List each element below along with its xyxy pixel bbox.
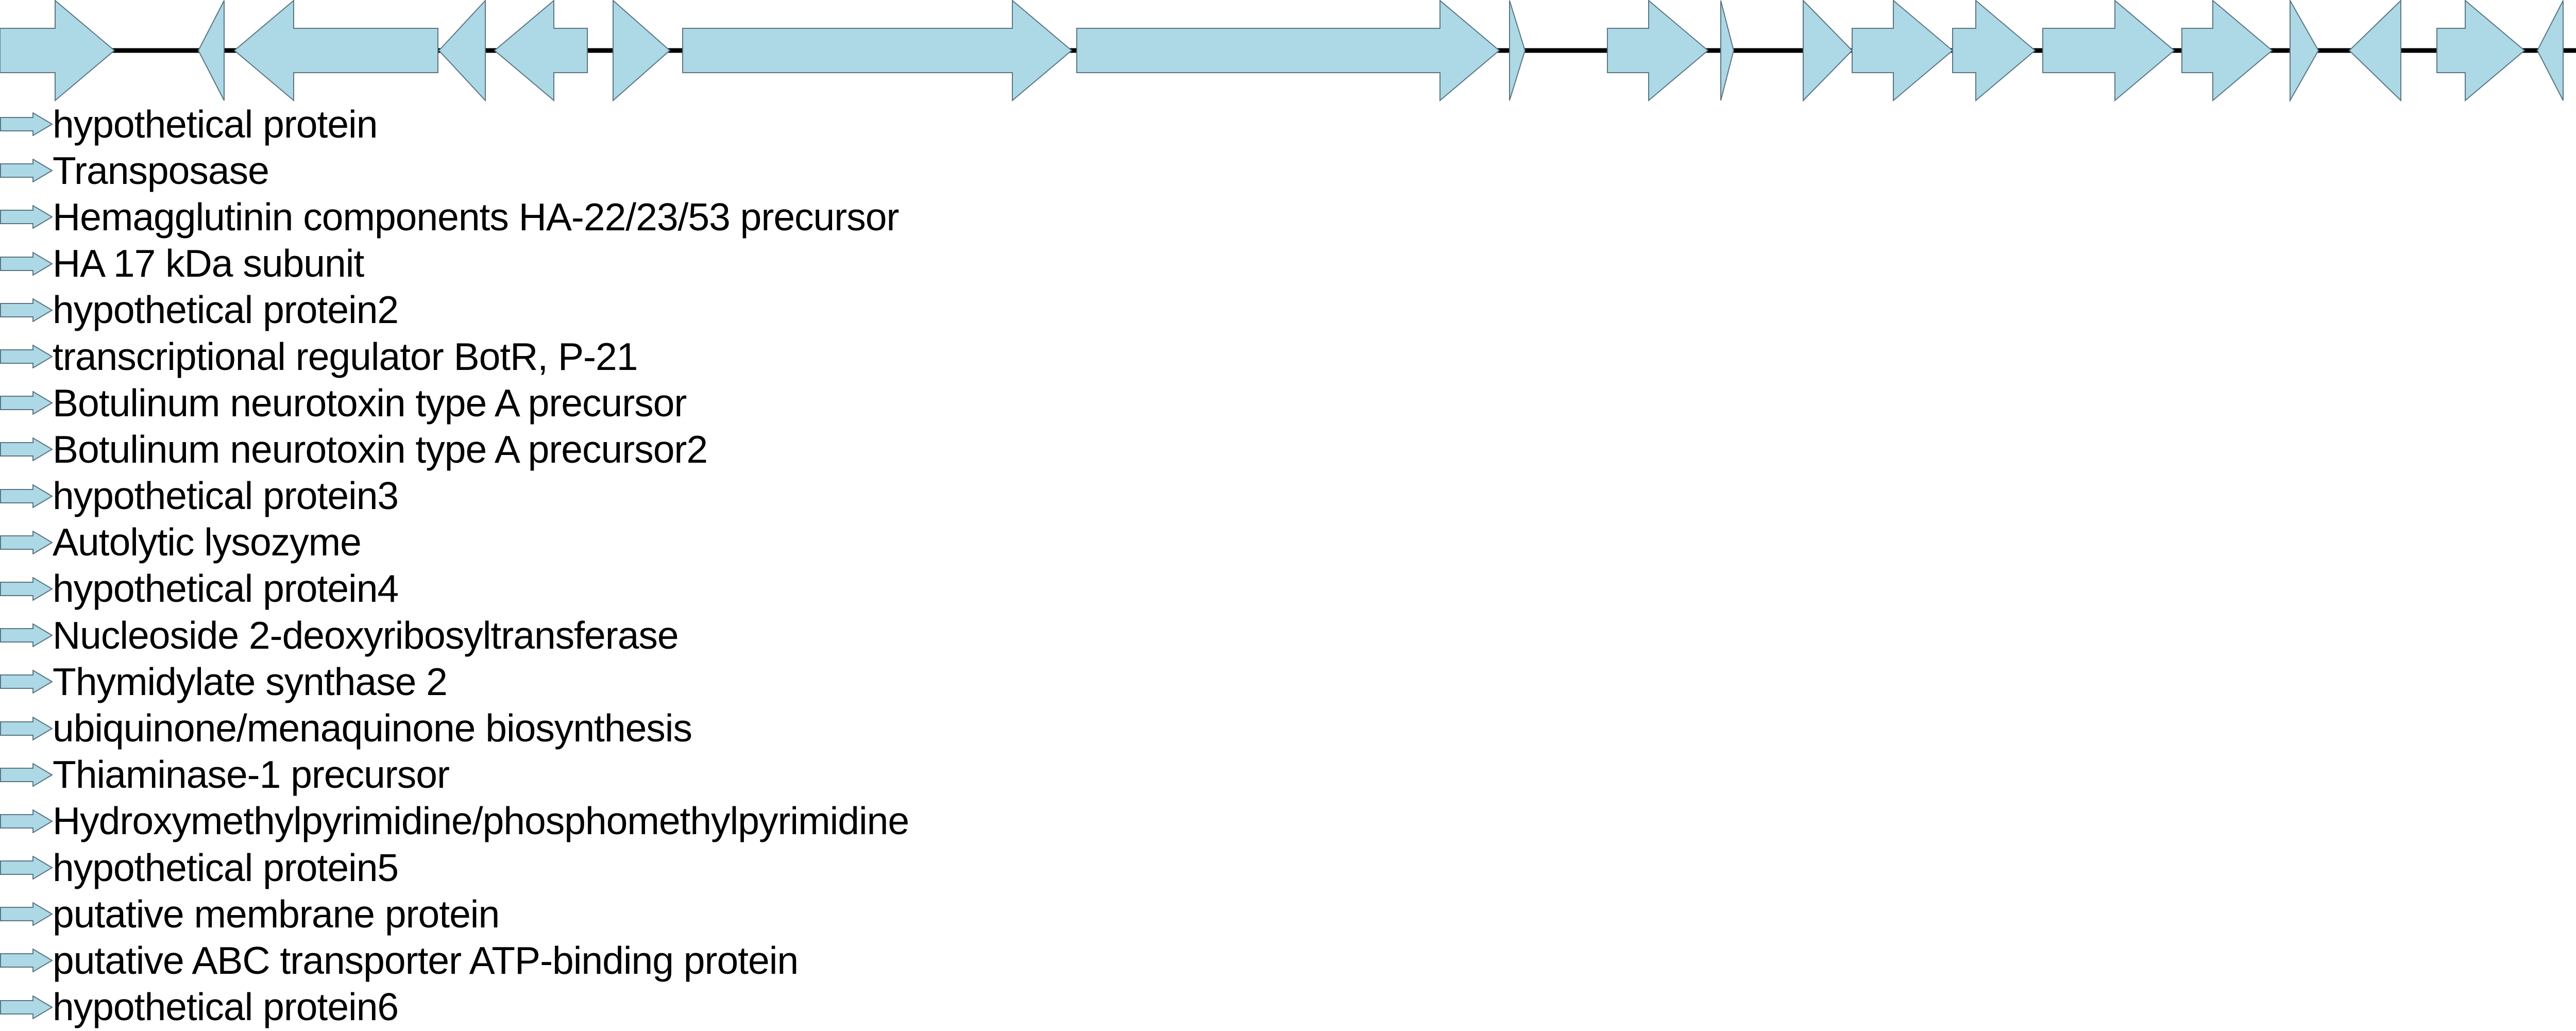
gene-arrow [2348, 0, 2401, 102]
legend-swatch-icon [0, 251, 53, 276]
gene-arrow [2536, 0, 2564, 101]
legend-label: hypothetical protein [53, 102, 378, 146]
legend-label: hypothetical protein4 [53, 567, 399, 611]
legend-label: hypothetical protein2 [53, 288, 399, 332]
legend-item: Botulinum neurotoxin type A precursor [0, 380, 2576, 426]
legend-swatch-icon [0, 437, 53, 462]
gene-arrow [233, 0, 438, 102]
legend-item: transcriptional regulator BotR, P-21 [0, 333, 2576, 380]
legend-label: Thiaminase-1 precursor [53, 753, 450, 797]
legend-item: hypothetical protein3 [0, 473, 2576, 519]
legend-label: Botulinum neurotoxin type A precursor2 [53, 427, 708, 471]
legend-label: ubiquinone/menaquinone biosynthesis [53, 706, 692, 750]
legend-label: Transposase [53, 148, 269, 192]
legend-swatch-icon [0, 484, 53, 508]
legend-item: Transposase [0, 147, 2576, 194]
legend-swatch-icon [0, 670, 53, 694]
legend-label: HA 17 kDa subunit [53, 242, 364, 285]
gene-arrows [0, 0, 2564, 103]
gene-arrow [682, 0, 1073, 102]
legend-label: putative ABC transporter ATP-binding pro… [53, 938, 799, 982]
gene-arrow [1852, 0, 1954, 102]
legend-label: Nucleoside 2-deoxyribosyltransferase [53, 613, 679, 657]
legend-swatch-icon [0, 763, 53, 787]
legend-swatch-icon [0, 716, 53, 740]
legend-label: hypothetical protein5 [53, 846, 399, 889]
legend-item: hypothetical protein6 [0, 984, 2576, 1030]
legend-item: putative membrane protein [0, 891, 2576, 937]
legend-swatch-icon [0, 298, 53, 322]
legend-swatch-icon [0, 809, 53, 833]
legend-item: Thiaminase-1 precursor [0, 752, 2576, 798]
legend-item: hypothetical protein [0, 101, 2576, 147]
gene-arrow [1952, 0, 2036, 102]
legend-swatch-icon [0, 159, 53, 183]
gene-legend: hypothetical protein Transposase Hemaggl… [0, 101, 2576, 1030]
legend-swatch-icon [0, 902, 53, 926]
legend-swatch-icon [0, 995, 53, 1019]
legend-item: Botulinum neurotoxin type A precursor2 [0, 426, 2576, 472]
legend-label: Thymidylate synthase 2 [53, 660, 448, 703]
legend-label: hypothetical protein3 [53, 474, 399, 518]
gene-map [0, 0, 2576, 103]
gene-arrow [0, 0, 115, 102]
gene-arrow [1509, 0, 1526, 101]
legend-label: Autolytic lysozyme [53, 520, 362, 564]
legend-item: putative ABC transporter ATP-binding pro… [0, 937, 2576, 984]
legend-swatch-icon [0, 205, 53, 229]
gene-arrow [2042, 0, 2175, 102]
legend-swatch-icon [0, 577, 53, 601]
legend-item: Hemagglutinin components HA-22/23/53 pre… [0, 194, 2576, 240]
gene-arrow [613, 0, 671, 102]
gene-arrow [2436, 0, 2526, 102]
legend-label: transcriptional regulator BotR, P-21 [53, 334, 638, 378]
legend-label: Hydroxymethylpyrimidine/phosphomethylpyr… [53, 799, 909, 843]
legend-swatch-icon [0, 391, 53, 415]
legend-item: hypothetical protein5 [0, 844, 2576, 891]
legend-item: hypothetical protein2 [0, 287, 2576, 333]
legend-item: Hydroxymethylpyrimidine/phosphomethylpyr… [0, 798, 2576, 844]
legend-label: Hemagglutinin components HA-22/23/53 pre… [53, 195, 899, 239]
gene-arrow [438, 0, 486, 102]
legend-swatch-icon [0, 345, 53, 369]
legend-item: Nucleoside 2-deoxyribosyltransferase [0, 612, 2576, 658]
legend-item: ubiquinone/menaquinone biosynthesis [0, 705, 2576, 751]
legend-label: putative membrane protein [53, 892, 500, 936]
legend-item: HA 17 kDa subunit [0, 241, 2576, 287]
gene-arrow [494, 0, 588, 102]
gene-arrow [197, 0, 225, 101]
legend-swatch-icon [0, 530, 53, 554]
gene-arrow [1076, 0, 1500, 102]
legend-label: Botulinum neurotoxin type A precursor [53, 381, 687, 425]
legend-swatch-icon [0, 623, 53, 648]
legend-item: Thymidylate synthase 2 [0, 658, 2576, 705]
gene-arrow [1607, 0, 1709, 102]
legend-label: hypothetical protein6 [53, 985, 399, 1029]
gene-arrow [2181, 0, 2273, 102]
gene-arrow [2290, 0, 2319, 103]
legend-swatch-icon [0, 112, 53, 137]
gene-arrow [1720, 0, 1735, 101]
gene-arrow [1803, 0, 1853, 102]
legend-item: Autolytic lysozyme [0, 519, 2576, 566]
legend-swatch-icon [0, 856, 53, 880]
legend-swatch-icon [0, 949, 53, 973]
legend-item: hypothetical protein4 [0, 566, 2576, 612]
